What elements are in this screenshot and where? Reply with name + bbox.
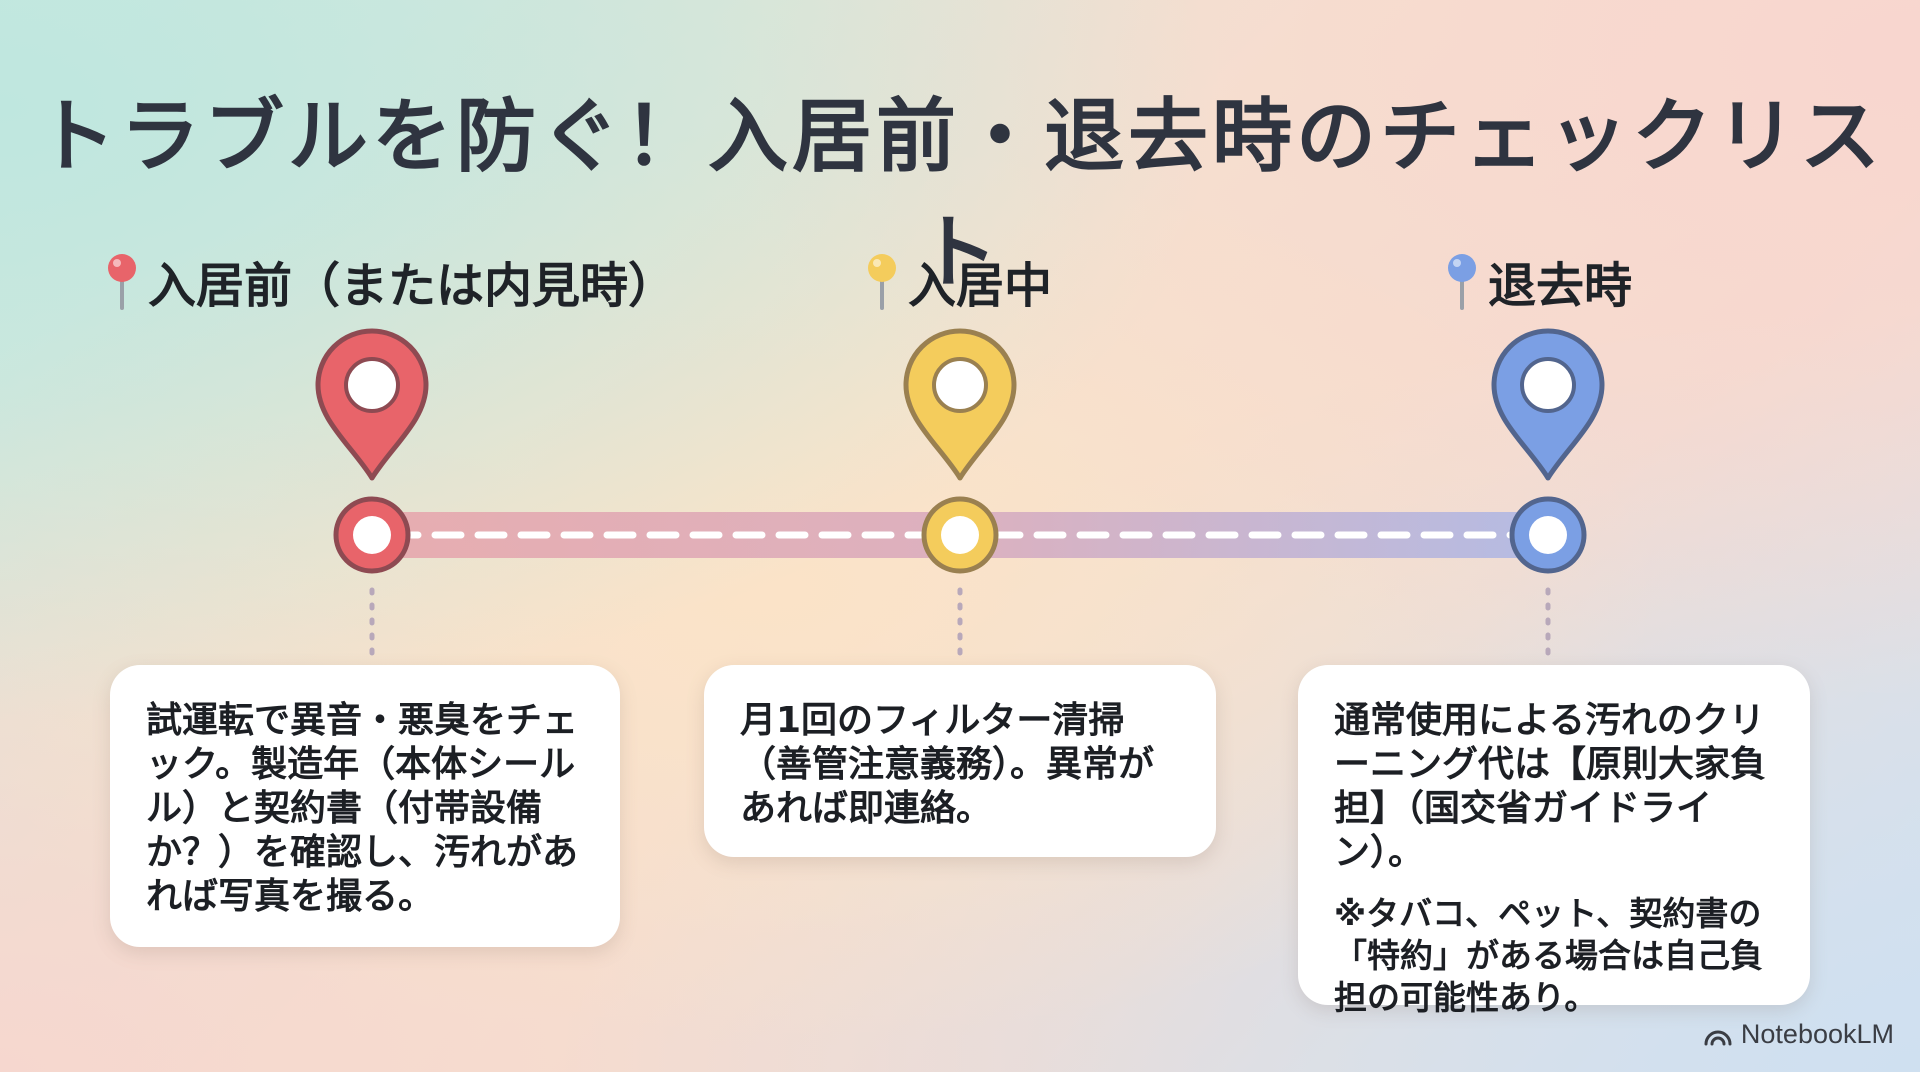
phase-label-text: 入居前（または内見時） (148, 258, 677, 314)
yellow-pushpin-icon (868, 254, 896, 310)
page-title: トラブルを防ぐ！入居前・退去時のチェックリスト (36, 90, 1884, 299)
phase-label-before-move-in: 入居前（または内見時） (104, 246, 676, 316)
card-text: 月1回のフィルター清掃（善管注意義務）。異常があれば即連絡。 (740, 700, 1155, 829)
timeline-node-before-move-in (333, 496, 411, 574)
card-before-move-in: 試運転で異音・悪臭をチェック。製造年（本体シールル）と契約書（付帯設備か？）を確… (110, 665, 620, 947)
phase-label-move-out: 退去時 (1444, 246, 1632, 316)
card-move-out: 通常使用による汚れのクリーニング代は【原則大家負担】（国交省ガイドライン）。 ※… (1298, 665, 1810, 1017)
card-text: 通常使用による汚れのクリーニング代は【原則大家負担】（国交省ガイドライン）。 (1334, 700, 1767, 873)
card-note: ※タバコ、ペット、契約書の「特約」がある場合は自己負担の可能性あり。 (1334, 894, 1763, 1017)
yellow-map-pin-icon (903, 328, 1017, 481)
notebooklm-logo-icon (1704, 1030, 1732, 1045)
red-map-pin-icon (315, 328, 429, 481)
phase-label-during-residence: 入居中 (864, 246, 1052, 316)
timeline-node-move-out (1509, 496, 1587, 574)
brand-watermark: NotebookLM (1703, 1019, 1894, 1050)
blue-pushpin-icon (1448, 254, 1476, 310)
brand-name: NotebookLM (1740, 1019, 1894, 1049)
phase-label-text: 退去時 (1488, 258, 1633, 314)
card-during-residence: 月1回のフィルター清掃（善管注意義務）。異常があれば即連絡。 (704, 665, 1216, 857)
blue-map-pin-icon (1491, 328, 1605, 481)
phase-label-text: 入居中 (908, 258, 1053, 314)
timeline-node-during-residence (921, 496, 999, 574)
card-text: 試運転で異音・悪臭をチェック。製造年（本体シールル）と契約書（付帯設備か？）を確… (146, 700, 579, 917)
red-pushpin-icon (108, 254, 136, 310)
